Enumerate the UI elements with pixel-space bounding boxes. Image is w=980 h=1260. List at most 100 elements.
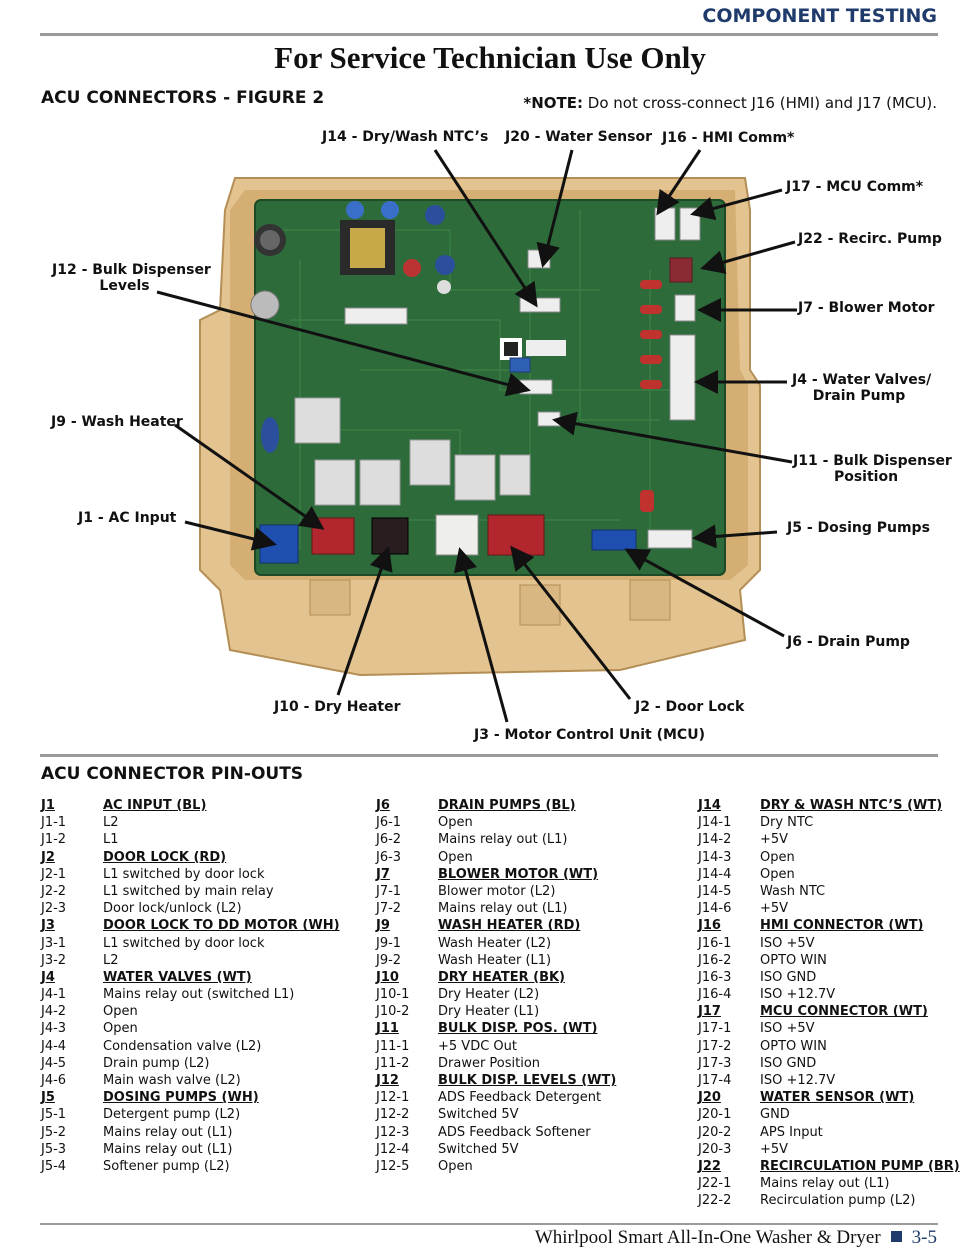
note-label: *NOTE: [523, 94, 583, 112]
acu-board-image [199, 177, 761, 677]
pin-id: J5-4 [41, 1158, 67, 1174]
pinout-title: ACU CONNECTOR PIN-OUTS [41, 764, 304, 784]
pinout-row: J20-3+5V [698, 1141, 943, 1158]
pinout-row: J7-2 Mains relay out (L1) [376, 900, 676, 917]
pin-description: L2 [103, 815, 119, 831]
pin-description: Recirculation pump (L2) [760, 1193, 916, 1209]
pin-id: J2-1 [41, 866, 67, 882]
pin-description: DRY HEATER (BK) [438, 969, 565, 985]
pin-id: J10 [376, 969, 399, 985]
footer-book-title: Whirlpool Smart All-In-One Washer & Drye… [534, 1227, 881, 1248]
pin-id: J20-2 [698, 1124, 732, 1140]
pin-id: J2-3 [41, 901, 67, 917]
pin-description: ISO GND [760, 969, 817, 985]
pin-description: ISO +5V [760, 1021, 815, 1037]
pin-id: J17-2 [698, 1038, 732, 1054]
pin-id: J12-4 [376, 1141, 410, 1157]
pin-description: Door lock/unlock (L2) [103, 901, 242, 917]
pin-id: J7-2 [376, 901, 402, 917]
figure-title: ACU CONNECTORS - FIGURE 2 [41, 88, 325, 108]
pin-id: J2-2 [41, 883, 67, 899]
pin-description: L1 switched by main relay [103, 883, 274, 899]
pinout-row: J12-4 Switched 5V [376, 1141, 676, 1158]
pin-description: L1 switched by door lock [103, 935, 265, 951]
pin-description: Condensation valve (L2) [103, 1038, 262, 1054]
pin-description: +5 VDC Out [438, 1038, 517, 1054]
pin-id: J4-6 [41, 1073, 67, 1088]
pin-id: J4-1 [41, 987, 67, 1003]
pin-description: Mains relay out (L1) [438, 901, 568, 917]
pin-description: L2 [103, 952, 119, 968]
label-j20: J20 - Water Sensor [505, 129, 653, 145]
pin-id: J5-1 [41, 1107, 67, 1123]
pin-description: Mains relay out (L1) [103, 1141, 233, 1157]
pin-description: L1 [103, 832, 119, 848]
pin-description: BLOWER MOTOR (WT) [438, 866, 599, 882]
label-j10: J10 - Dry Heater [274, 699, 401, 715]
pin-id: J14-4 [698, 866, 732, 882]
label-j2: J2 - Door Lock [635, 699, 745, 715]
pin-description: L1 switched by door lock [103, 866, 265, 882]
pin-description: HMI CONNECTOR (WT) [760, 918, 924, 934]
pin-id: J16-3 [698, 969, 732, 985]
pin-description: DRAIN PUMPS (BL) [438, 798, 576, 813]
label-j9: J9 - Wash Heater [51, 414, 183, 430]
pin-id: J6-1 [376, 815, 402, 831]
pin-description: AC INPUT (BL) [103, 798, 207, 813]
pinout-row: J14-4 Open [698, 866, 943, 883]
pin-description: RECIRCULATION PUMP (BR) [760, 1158, 960, 1174]
pin-id: J12-5 [376, 1158, 410, 1174]
pin-description: ADS Feedback Softener [438, 1124, 591, 1140]
label-j11-line2: Position [833, 469, 899, 485]
pin-description: DOSING PUMPS (WH) [103, 1090, 259, 1106]
pin-id: J12-2 [376, 1107, 410, 1123]
pin-id: J4-2 [41, 1004, 67, 1020]
pin-description: ISO +12.7V [760, 1073, 836, 1088]
pinout-rule [40, 754, 938, 757]
pin-id: J11-1 [376, 1038, 410, 1054]
pin-id: J10-2 [376, 1004, 410, 1020]
label-j4-line1: J4 - Water Valves/ [792, 372, 932, 388]
pinout-header-row: J10 DRY HEATER (BK) [376, 969, 676, 986]
pin-description: Open [760, 866, 795, 882]
pin-description: Softener pump (L2) [103, 1158, 230, 1174]
pin-description: Dry Heater (L2) [438, 987, 540, 1003]
pin-description: OPTO WIN [760, 1038, 827, 1054]
pin-id: J6 [376, 798, 390, 813]
pin-id: J7-1 [376, 883, 402, 899]
pin-description: Switched 5V [438, 1141, 519, 1157]
pin-description: DOOR LOCK (RD) [103, 849, 227, 865]
pin-id: J20 [698, 1090, 721, 1106]
pinout-row: J16-3 ISO GND [698, 969, 943, 986]
pin-id: J3 [41, 918, 55, 934]
pin-id: J14-5 [698, 883, 732, 899]
pinout-row: J16-4 ISO +12.7V [698, 986, 943, 1003]
label-j5: J5 - Dosing Pumps [787, 520, 930, 536]
pin-id: J22-2 [698, 1193, 732, 1209]
label-j1: J1 - AC Input [78, 510, 177, 526]
pin-id: J4-5 [41, 1055, 67, 1071]
pin-id: J16-4 [698, 987, 732, 1003]
pin-description: MCU CONNECTOR (WT) [760, 1004, 928, 1020]
pin-description: ISO +12.7V [760, 987, 836, 1003]
pin-description: Open [760, 849, 795, 865]
label-j12: J12 - Bulk Dispenser Levels [52, 262, 211, 294]
